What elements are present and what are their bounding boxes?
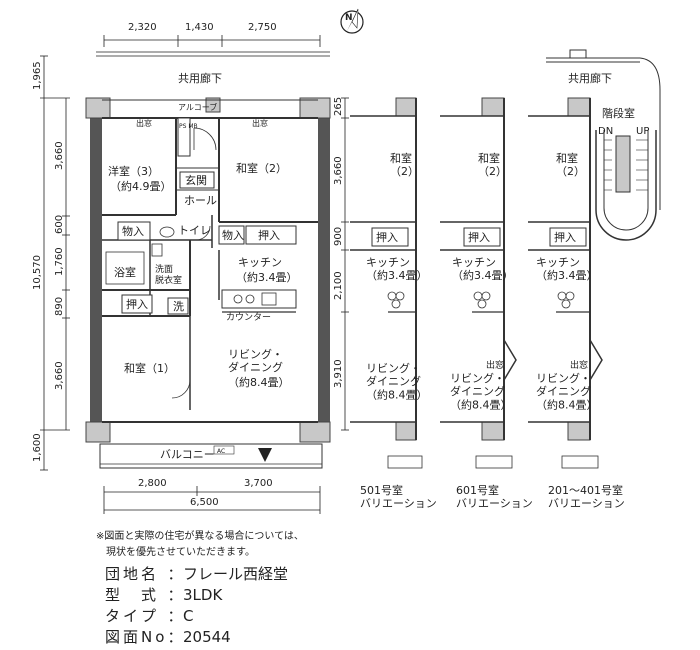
middle-dimension-line: 265 3,660 900 2,100 3,910 xyxy=(333,97,349,431)
stair-down-label: DN xyxy=(598,126,613,137)
dim-top-3: 2,750 xyxy=(248,22,277,33)
bottom-dimension-line: 2,800 3,700 6,500 xyxy=(103,478,321,514)
property-info: 団地名：フレール西経堂 型 式：3LDK タイプ：C 図面No：20544 xyxy=(105,564,288,648)
closet-label-bath: 押入 xyxy=(126,297,148,311)
info-key: タイプ xyxy=(105,607,160,625)
japanese-room-1-label: 和室（1） xyxy=(124,361,175,375)
western-room-3-label: 洋室（3） xyxy=(108,164,159,178)
svg-text:N: N xyxy=(345,13,353,23)
dim-left-6: 890 xyxy=(54,297,65,316)
var601-bay-window: 出窓 xyxy=(486,359,504,371)
var501-living: リビング・ダイニング（約8.4畳） xyxy=(366,361,428,401)
top-dimension-line: 2,320 1,430 2,750 xyxy=(96,22,330,57)
dim-mid-1: 265 xyxy=(333,97,344,116)
closet-label-main: 押入 xyxy=(258,228,280,242)
info-row: 団地名：フレール西経堂 xyxy=(105,565,289,583)
info-value: 20544 xyxy=(183,628,231,646)
info-row: 型 式：3LDK xyxy=(105,586,223,604)
disclaimer-note: ※図面と実際の住宅が異なる場合については、 現状を優先させていただきます。 xyxy=(96,531,304,558)
dim-mid-4: 2,100 xyxy=(333,271,344,300)
dim-mid-2: 3,660 xyxy=(333,156,344,185)
living-dining-size: （約8.4畳） xyxy=(228,375,290,389)
ac-label: AC xyxy=(217,448,225,455)
dim-left-2: 3,660 xyxy=(54,141,65,170)
info-row: タイプ：C xyxy=(105,607,194,625)
info-key: 型 式 xyxy=(105,586,160,604)
var201-bay-window: 出窓 xyxy=(570,359,588,371)
info-key: 図面No xyxy=(105,628,168,646)
entrance-label: 玄関 xyxy=(185,173,207,187)
dim-left-8: 1,600 xyxy=(32,433,43,462)
info-row: 図面No：20544 xyxy=(105,628,231,646)
dim-mid-3: 900 xyxy=(333,227,344,246)
main-unit-plan: 共用廊下 出窓 アルコーブ 出窓 PS MB xyxy=(85,71,331,469)
stairwell-label: 階段室 xyxy=(602,106,635,120)
alcove-label: アルコーブ xyxy=(178,102,217,112)
evacuation-hatch-icon xyxy=(258,448,272,462)
dim-top-2: 1,430 xyxy=(185,22,214,33)
variation-201-401-plan: 共用廊下 階段室 DN UP xyxy=(528,49,661,510)
info-key: 団地名 xyxy=(105,565,160,583)
info-value: C xyxy=(183,607,194,625)
var201-caption: 201～401号室バリエーション xyxy=(548,483,625,510)
north-compass-icon: N xyxy=(340,8,364,34)
dim-top-1: 2,320 xyxy=(128,22,157,33)
variation-601-plan: 和室（2） 押入 キッチン（約3.4畳） 出窓 リビング・ダイニング（約8.4畳… xyxy=(440,97,533,510)
dim-mid-5: 3,910 xyxy=(333,359,344,388)
var201-living: リビング・ダイニング（約8.4畳） xyxy=(536,371,598,411)
bay-window-label-left: 出窓 xyxy=(136,118,152,128)
storage-label-left: 物入 xyxy=(122,224,144,238)
dim-left-3: 600 xyxy=(54,215,65,234)
dim-left-1: 1,965 xyxy=(32,61,43,90)
var601-kitchen: キッチン（約3.4畳） xyxy=(452,256,514,282)
bathroom-label: 浴室 xyxy=(114,265,136,279)
dim-bottom-1: 2,800 xyxy=(138,478,167,489)
kitchen-size: （約3.4畳） xyxy=(236,270,298,284)
toilet-label: トイレ xyxy=(178,224,211,237)
pipe-shaft-label: PS MB xyxy=(179,123,198,130)
var501-kitchen: キッチン（約3.4畳） xyxy=(366,256,428,282)
info-value: 3LDK xyxy=(183,586,223,604)
stair-treads-icon xyxy=(604,139,648,191)
var201-kitchen: キッチン（約3.4畳） xyxy=(536,256,598,282)
dim-bottom-2: 3,700 xyxy=(244,478,273,489)
hall-label: ホール xyxy=(184,194,217,207)
storage-label-right: 物入 xyxy=(222,228,244,242)
dim-bottom-3: 6,500 xyxy=(190,497,219,508)
stair-up-label: UP xyxy=(636,126,649,137)
dim-left-5: 1,760 xyxy=(54,247,65,276)
balcony-label: バルコニー xyxy=(160,448,215,461)
corridor-label-right: 共用廊下 xyxy=(568,71,612,85)
dim-left-7: 3,660 xyxy=(54,361,65,390)
var601-caption: 601号室バリエーション xyxy=(456,483,533,510)
bay-window-label-right: 出窓 xyxy=(252,118,268,128)
western-room-3-size: （約4.9畳） xyxy=(110,179,172,193)
var601-closet: 押入 xyxy=(468,230,490,244)
var201-japanese-room: 和室（2） xyxy=(556,151,585,178)
japanese-room-2-label: 和室（2） xyxy=(236,161,287,175)
washer-label: 洗 xyxy=(173,300,184,313)
counter-label: カウンター xyxy=(226,312,271,323)
living-dining-label: リビング・ダイニング xyxy=(228,347,283,374)
washroom-label: 洗面脱衣室 xyxy=(155,263,182,286)
var601-japanese-room: 和室（2） xyxy=(478,151,507,178)
var501-caption: 501号室バリエーション xyxy=(360,483,437,510)
kitchen-label: キッチン xyxy=(238,256,282,269)
dim-left-4: 10,570 xyxy=(32,255,43,290)
var201-closet: 押入 xyxy=(554,230,576,244)
var601-living: リビング・ダイニング（約8.4畳） xyxy=(450,371,512,411)
variation-501-plan: 和室（2） 押入 キッチン（約3.4畳） リビング・ダイニング（約8.4畳） 5… xyxy=(350,97,437,510)
left-dimension-line: 1,965 3,660 600 10,570 1,760 890 3,660 1… xyxy=(32,55,70,471)
var501-japanese-room: 和室（2） xyxy=(390,151,419,178)
info-value: フレール西経堂 xyxy=(183,565,289,583)
var501-closet: 押入 xyxy=(376,230,398,244)
corridor-label: 共用廊下 xyxy=(178,71,222,85)
